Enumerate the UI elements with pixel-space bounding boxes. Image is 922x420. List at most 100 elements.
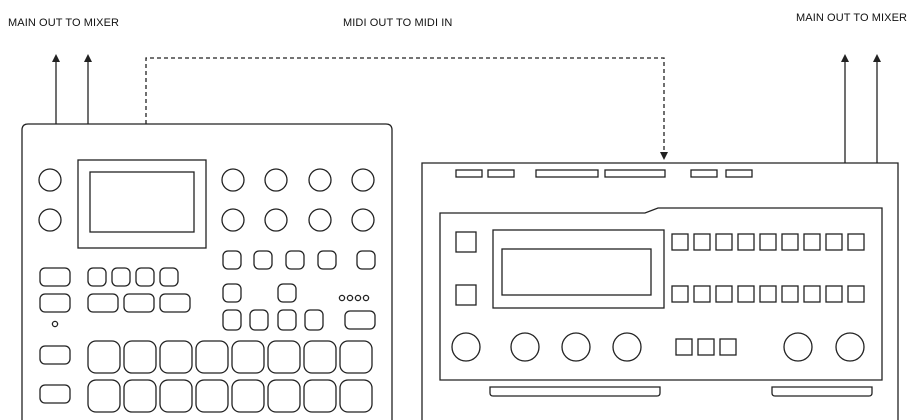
- pad: [87, 340, 121, 374]
- button: [222, 250, 242, 270]
- button: [825, 285, 843, 303]
- display-bezel: [492, 229, 665, 309]
- button: [697, 338, 715, 356]
- button: [253, 250, 273, 270]
- slot: [487, 169, 515, 178]
- button: [159, 293, 191, 313]
- button: [455, 284, 477, 306]
- knob: [783, 332, 813, 362]
- right-rack-synth-device: [421, 162, 899, 420]
- button: [39, 384, 71, 404]
- pad: [231, 340, 265, 374]
- button: [277, 309, 297, 331]
- knob: [351, 168, 375, 192]
- pad: [195, 340, 229, 374]
- foot: [489, 386, 661, 397]
- display: [501, 248, 652, 296]
- slot: [690, 169, 718, 178]
- button: [356, 250, 376, 270]
- button: [87, 293, 119, 313]
- midi-connection-label: MIDI OUT TO MIDI IN: [343, 17, 453, 29]
- button: [803, 285, 821, 303]
- pad: [339, 379, 373, 413]
- knob: [510, 332, 540, 362]
- screen: [89, 171, 195, 233]
- pad: [303, 379, 337, 413]
- button: [737, 285, 755, 303]
- knob: [561, 332, 591, 362]
- right-device-body: [421, 162, 899, 420]
- led: [362, 294, 370, 302]
- button: [39, 293, 71, 313]
- knob: [351, 208, 375, 232]
- knob: [612, 332, 642, 362]
- button: [249, 309, 269, 331]
- slot: [604, 169, 666, 178]
- led: [354, 294, 362, 302]
- pad: [267, 379, 301, 413]
- button: [693, 285, 711, 303]
- pad: [195, 379, 229, 413]
- foot: [771, 386, 873, 397]
- pad: [159, 379, 193, 413]
- slot: [455, 169, 483, 178]
- button: [719, 338, 737, 356]
- button: [285, 250, 305, 270]
- knob: [451, 332, 481, 362]
- button: [135, 267, 155, 287]
- knob: [38, 168, 62, 192]
- button: [781, 233, 799, 251]
- button: [847, 233, 865, 251]
- button: [671, 233, 689, 251]
- button: [737, 233, 755, 251]
- button: [222, 309, 242, 331]
- button: [715, 233, 733, 251]
- button: [803, 233, 821, 251]
- led: [346, 294, 354, 302]
- slot: [725, 169, 753, 178]
- pad: [87, 379, 121, 413]
- pad: [159, 340, 193, 374]
- led: [51, 320, 59, 328]
- button: [87, 267, 107, 287]
- right-output-arrows: [841, 54, 881, 163]
- left-main-out-label: MAIN OUT TO MIXER: [8, 17, 120, 29]
- knob: [221, 208, 245, 232]
- knob: [38, 208, 62, 232]
- button: [847, 285, 865, 303]
- button: [671, 285, 689, 303]
- midi-cable-dashed: [145, 57, 665, 153]
- pad: [123, 340, 157, 374]
- left-device-body: [21, 123, 393, 420]
- button: [277, 283, 297, 303]
- pad: [303, 340, 337, 374]
- knob: [308, 208, 332, 232]
- button: [693, 233, 711, 251]
- button: [222, 283, 242, 303]
- button: [825, 233, 843, 251]
- button: [675, 338, 693, 356]
- button: [344, 310, 376, 330]
- button: [111, 267, 131, 287]
- button: [159, 267, 179, 287]
- knob: [264, 208, 288, 232]
- button: [759, 233, 777, 251]
- screen-bezel: [77, 159, 207, 249]
- button: [123, 293, 155, 313]
- knob: [264, 168, 288, 192]
- led: [338, 294, 346, 302]
- button: [317, 250, 337, 270]
- pad: [231, 379, 265, 413]
- left-sequencer-device: [21, 123, 393, 420]
- knob: [308, 168, 332, 192]
- left-output-arrows: [52, 54, 92, 124]
- front-panel: [439, 207, 883, 381]
- right-main-out-label: MAIN OUT TO MIXER: [796, 12, 908, 24]
- knob: [835, 332, 865, 362]
- button: [455, 231, 477, 253]
- button: [304, 309, 324, 331]
- midi-arrowhead: [660, 152, 668, 160]
- pad: [267, 340, 301, 374]
- button: [39, 345, 71, 365]
